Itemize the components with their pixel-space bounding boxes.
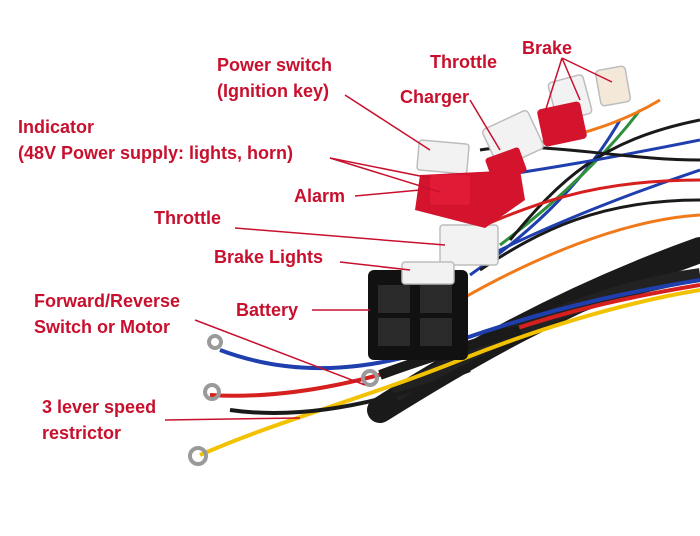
forward-reverse-label-line1: Forward/Reverse xyxy=(34,291,181,311)
forward-reverse-label-line2: Switch or Motor xyxy=(34,317,170,337)
alarm-label: Alarm xyxy=(294,186,346,206)
throttle-top-label: Throttle xyxy=(430,52,497,72)
battery-connector xyxy=(368,270,468,360)
power-switch-label-line1: Power switch xyxy=(217,55,333,75)
red-connectors xyxy=(415,101,587,228)
ring-terminals xyxy=(188,334,379,466)
indicator-label-line1: Indicator xyxy=(18,117,95,137)
leader-lines xyxy=(164,57,613,421)
throttle-mid-label: Throttle xyxy=(154,208,221,228)
power-switch-label-line2: (Ignition key) xyxy=(217,81,329,101)
battery-label: Battery xyxy=(236,300,299,320)
indicator-label-line2: (48V Power supply: lights, horn) xyxy=(18,143,294,163)
brake-label: Brake xyxy=(522,38,573,58)
speed-restrictor-label-line2: restrictor xyxy=(42,423,122,443)
speed-restrictor-label-line1: 3 lever speed xyxy=(42,397,157,417)
charger-label: Charger xyxy=(400,87,470,107)
brake-lights-label: Brake Lights xyxy=(214,247,324,267)
